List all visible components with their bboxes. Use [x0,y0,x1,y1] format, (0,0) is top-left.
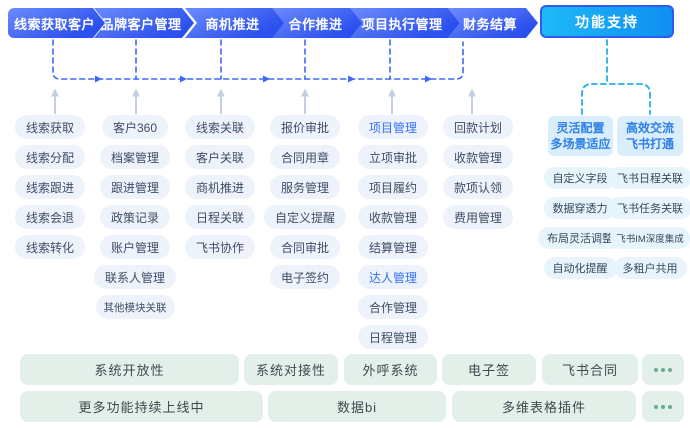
feature-pill: 费用管理 [442,205,513,229]
feature-pill: 款项认领 [442,175,513,199]
feature-pill: 合同审批 [269,235,340,259]
support-pill: 自定义字段 [543,167,617,189]
feature-pill: 飞书协作 [184,235,255,259]
feature-pill: 线索分配 [14,145,85,169]
capability-box: 电子签 [442,354,536,385]
feature-pill: 回款计划 [442,115,513,139]
header-line: 高效交流 [625,121,674,135]
capability-box: 系统开放性 [20,354,239,385]
feature-pill: 自定义提醒 [263,205,346,229]
feature-pill: 电子签约 [269,265,340,289]
feature-pill: 合作管理 [357,295,428,319]
capability-box: 数据bi [268,391,446,422]
capability-box: 多维表格插件 [452,391,636,422]
capability-box: 飞书合同 [542,354,638,385]
ellipsis-icon [661,404,665,409]
support-pill: 布局灵活调整 [538,227,622,249]
support-group-header-1: 灵活配置多场景适应 [548,116,613,156]
column-6: 回款计划收款管理款项认领费用管理 [413,115,543,229]
header-line: 多场景适应 [550,137,611,151]
ellipsis-icon [654,404,658,409]
column-1: 线索获取线索分配线索跟进线索会退线索转化 [0,115,115,259]
feature-pill: 日程关联 [184,205,255,229]
support-pill: 飞书IM深度集成 [610,227,690,249]
feature-pill: 政策记录 [99,205,170,229]
column-2: 客户360 档案管理跟进管理政策记录账户管理联系人管理其他模块关联 [70,115,200,319]
flow-step-6: 财务结算 [448,8,538,38]
feature-pill: 项目履约 [357,175,428,199]
feature-pill: 客户360 [101,115,169,139]
flow-bus-line [52,39,464,80]
capability-box: 更多功能持续上线中 [20,391,263,422]
column-arrows [51,88,476,114]
feature-pill: 账户管理 [99,235,170,259]
feature-pill: 结算管理 [357,235,428,259]
ellipsis-icon [668,404,672,409]
feature-pill: 收款管理 [442,145,513,169]
column-5: 项目管理立项审批项目履约收款管理结算管理达人管理合作管理日程管理 [328,115,458,349]
arrow-right-icon [425,75,432,83]
more-button [642,354,684,385]
feature-pill: 报价审批 [269,115,340,139]
feature-pill: 跟进管理 [99,175,170,199]
support-items-2: 飞书日程关联飞书任务关联飞书IM深度集成多租户共用 [608,167,690,279]
feature-pill: 线索获取 [14,115,85,139]
support-pill: 数据穿透力 [543,197,617,219]
feature-pill: 收款管理 [357,205,428,229]
feature-pill: 日程管理 [357,325,428,349]
support-button: 功能支持 [540,5,674,38]
ellipsis-icon [668,367,672,372]
feature-pill: 客户关联 [184,145,255,169]
support-pill: 多租户共用 [613,257,687,279]
feature-pill: 线索关联 [184,115,255,139]
capability-box: 系统对接性 [244,354,338,385]
ellipsis-icon [661,367,665,372]
support-group-header-2: 高效交流飞书打通 [617,116,683,156]
support-pill: 自动化提醒 [543,257,617,279]
feature-pill: 线索会退 [14,205,85,229]
feature-pill: 合同用章 [269,145,340,169]
support-items-1: 自定义字段数据穿透力布局灵活调整自动化提醒 [538,167,622,279]
more-button [642,391,684,422]
feature-pill: 服务管理 [269,175,340,199]
feature-pill: 联系人管理 [93,265,176,289]
arrow-right-icon [348,75,355,83]
feature-pill: 线索跟进 [14,175,85,199]
flow-step-1: 线索获取客户 [8,8,105,38]
arrow-right-icon [263,75,270,83]
header-line: 飞书打通 [625,137,674,151]
arrow-right-icon [95,75,102,83]
header-line: 灵活配置 [556,121,605,135]
support-pill: 飞书任务关联 [608,197,690,219]
flow-step-3: 商机推进 [185,8,286,38]
feature-pill: 项目管理 [357,115,428,139]
feature-pill: 商机推进 [184,175,255,199]
arrow-right-icon [180,75,187,83]
ellipsis-icon [654,367,658,372]
flow-step-4: 合作推进 [272,8,365,38]
capability-box: 外呼系统 [344,354,437,385]
feature-pill: 线索转化 [14,235,85,259]
feature-pill: 立项审批 [357,145,428,169]
feature-pill: 其他模块关联 [95,295,175,319]
flow-step-5: 项目执行管理 [350,8,460,38]
column-4: 报价审批合同用章服务管理自定义提醒合同审批电子签约 [240,115,370,289]
column-3: 线索关联客户关联商机推进日程关联飞书协作 [155,115,285,259]
support-pill: 飞书日程关联 [608,167,690,189]
feature-pill: 档案管理 [99,145,170,169]
flow-step-2: 品牌客户管理 [94,8,194,38]
feature-pill: 达人管理 [357,265,428,289]
